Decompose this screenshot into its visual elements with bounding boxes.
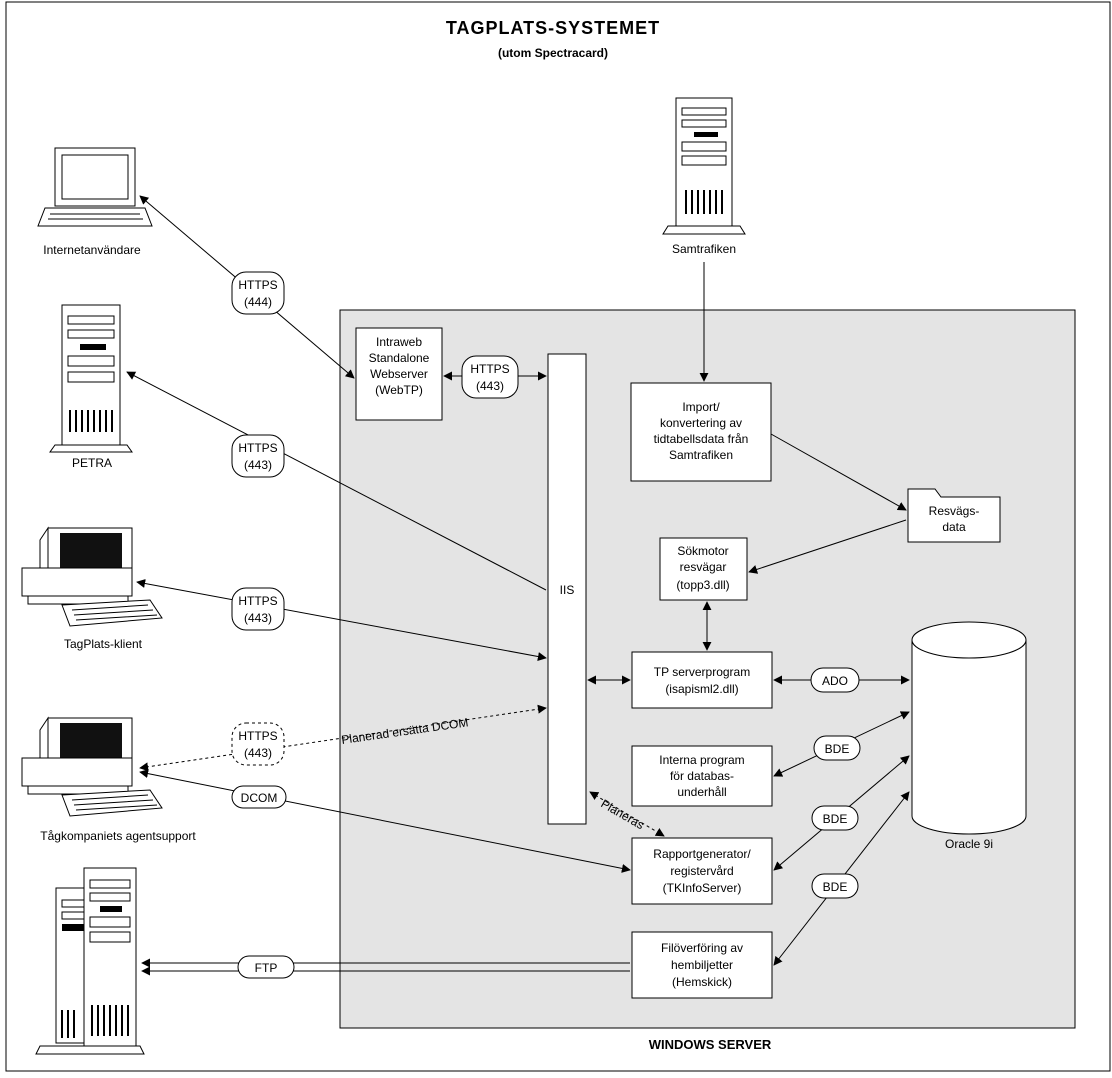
svg-text:Import/: Import/ [682, 400, 720, 414]
svg-text:(444): (444) [244, 295, 272, 309]
bde-pill-2: BDE [811, 805, 859, 831]
filoverforing-box: Filöverföring av hembiljetter (Hemskick) [631, 931, 773, 999]
svg-text:konvertering av: konvertering av [660, 416, 742, 430]
samtrafiken-label: Samtrafiken [672, 242, 736, 256]
svg-text:Rapportgenerator/: Rapportgenerator/ [653, 847, 751, 861]
bde-pill-3: BDE [811, 873, 859, 899]
svg-text:FTP: FTP [255, 961, 278, 975]
interna-program-box: Interna program för databas- underhåll [631, 745, 773, 807]
svg-text:hembiljetter: hembiljetter [671, 958, 733, 972]
ftp-pill: FTP [237, 955, 295, 979]
server-towers-icon [35, 867, 145, 1055]
link-agent-rapport-dcom [139, 769, 631, 873]
workstation-icon-agent [21, 716, 163, 817]
svg-text:(TKInfoServer): (TKInfoServer) [663, 881, 742, 895]
svg-text:resvägar: resvägar [680, 560, 727, 574]
sokmotor-box: Sökmotor resvägar (topp3.dll) [659, 537, 748, 601]
https-443-client-pill: HTTPS (443) [231, 587, 285, 631]
https-443-agent-pill: HTTPS (443) [231, 722, 285, 766]
ado-pill: ADO [810, 667, 860, 693]
svg-text:Resvägs-: Resvägs- [929, 504, 980, 518]
laptop-icon [37, 147, 153, 227]
svg-text:HTTPS: HTTPS [470, 362, 509, 376]
tagplats-client-label: TagPlats-klient [64, 637, 143, 651]
svg-text:Webserver: Webserver [370, 367, 428, 381]
svg-text:för databas-: för databas- [670, 769, 734, 783]
svg-text:BDE: BDE [823, 880, 848, 894]
svg-text:(topp3.dll): (topp3.dll) [676, 578, 729, 592]
svg-text:DCOM: DCOM [241, 791, 278, 805]
svg-text:(isapisml2.dll): (isapisml2.dll) [665, 682, 738, 696]
link-iis-rapport-planned [589, 791, 665, 837]
svg-text:BDE: BDE [823, 812, 848, 826]
internet-user-label: Internetanvändare [43, 243, 141, 257]
svg-text:HTTPS: HTTPS [238, 729, 277, 743]
bde-pill-1: BDE [813, 735, 861, 761]
svg-text:HTTPS: HTTPS [238, 278, 277, 292]
svg-text:BDE: BDE [825, 742, 850, 756]
link-import-resvags [770, 433, 907, 511]
https-443-intraweb-pill: HTTPS (443) [461, 355, 519, 399]
rapportgenerator-box: Rapportgenerator/ registervård (TKInfoSe… [631, 837, 773, 905]
windows-server-label: WINDOWS SERVER [649, 1037, 772, 1052]
https-444-pill: HTTPS (444) [231, 271, 285, 315]
svg-text:TP serverprogram: TP serverprogram [654, 665, 750, 679]
iis-box: IIS [547, 353, 587, 825]
svg-text:Interna program: Interna program [659, 753, 744, 767]
svg-text:(WebTP): (WebTP) [375, 383, 423, 397]
svg-text:(443): (443) [244, 458, 272, 472]
https-443-petra-pill: HTTPS (443) [231, 434, 285, 478]
svg-text:registervård: registervård [670, 864, 733, 878]
server-tower-icon [49, 304, 133, 453]
link-petra-iis [126, 371, 547, 591]
samtrafiken-server-icon [662, 97, 746, 235]
svg-text:Standalone: Standalone [369, 351, 430, 365]
svg-text:IIS: IIS [560, 583, 575, 597]
svg-text:tidtabellsdata från: tidtabellsdata från [654, 432, 749, 446]
svg-text:underhåll: underhåll [677, 785, 726, 799]
svg-text:ADO: ADO [822, 674, 848, 688]
svg-text:HTTPS: HTTPS [238, 441, 277, 455]
svg-text:HTTPS: HTTPS [238, 594, 277, 608]
intraweb-box: Intraweb Standalone Webserver (WebTP) [355, 327, 443, 421]
svg-text:data: data [942, 520, 966, 534]
link-client-iis [136, 579, 547, 661]
svg-text:(443): (443) [476, 379, 504, 393]
svg-text:(443): (443) [244, 746, 272, 760]
svg-text:Samtrafiken: Samtrafiken [669, 448, 733, 462]
resvags-data-folder: Resvägs- data [907, 488, 1001, 543]
diagram-title: TAGPLATS-SYSTEMET [446, 18, 660, 38]
agent-support-label: Tågkompaniets agentsupport [40, 829, 196, 843]
oracle-label: Oracle 9i [945, 837, 993, 851]
diagram-subtitle: (utom Spectracard) [498, 46, 608, 60]
svg-text:Sökmotor: Sökmotor [677, 544, 728, 558]
link-resvags-sokmotor [748, 519, 907, 574]
svg-text:Intraweb: Intraweb [376, 335, 422, 349]
petra-label: PETRA [72, 456, 112, 470]
link-agent-iis-planned [139, 704, 547, 772]
svg-text:(443): (443) [244, 611, 272, 625]
tp-server-box: TP serverprogram (isapisml2.dll) [631, 651, 773, 709]
oracle-database-cylinder [911, 621, 1027, 835]
import-box: Import/ konvertering av tidtabellsdata f… [630, 382, 772, 482]
svg-text:(Hemskick): (Hemskick) [672, 975, 732, 989]
svg-text:Filöverföring av: Filöverföring av [661, 941, 743, 955]
dcom-pill: DCOM [231, 785, 287, 809]
